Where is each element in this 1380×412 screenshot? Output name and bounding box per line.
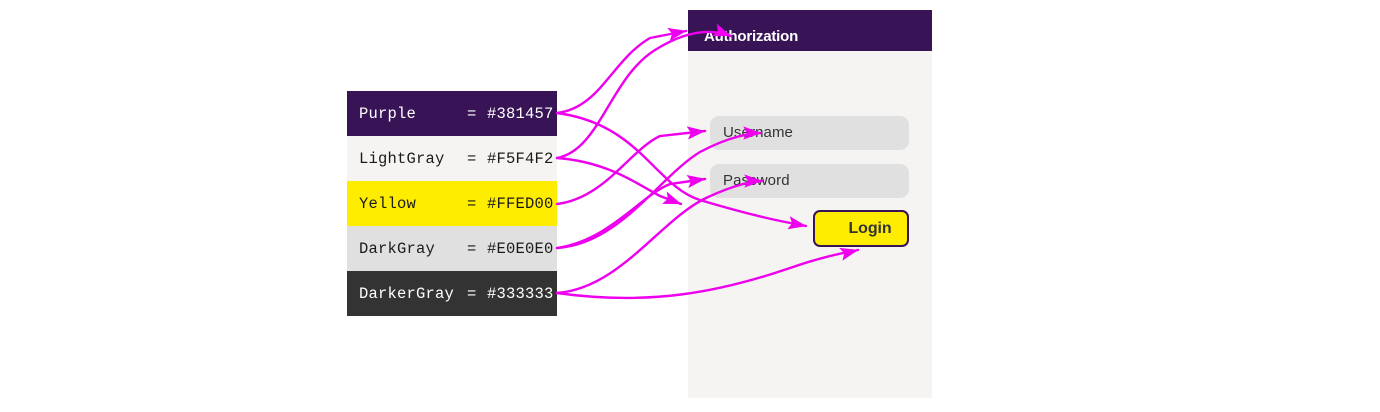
arrow-purple-to-header xyxy=(555,27,688,115)
palette-row-lightgray: LightGray = #F5F4F2 xyxy=(347,136,557,181)
password-field[interactable]: Password xyxy=(710,164,909,198)
color-palette-legend: Purple = #381457 LightGray = #F5F4F2 Yel… xyxy=(347,91,557,316)
palette-hex: #F5F4F2 xyxy=(487,149,554,168)
panel-body-background xyxy=(688,10,932,398)
arrow-lightgray-to-panel-body xyxy=(555,156,683,206)
palette-name: LightGray xyxy=(359,149,445,168)
palette-name: Yellow xyxy=(359,194,417,213)
palette-row-darkgray: DarkGray = #E0E0E0 xyxy=(347,226,557,271)
password-field-label: Password xyxy=(723,172,790,189)
palette-hex: #381457 xyxy=(487,104,554,123)
palette-equals: = xyxy=(467,149,477,168)
arrow-yellow-to-username-field xyxy=(555,126,707,206)
login-button-label: Login xyxy=(848,219,892,237)
palette-hex: #E0E0E0 xyxy=(487,239,554,258)
palette-equals: = xyxy=(467,104,477,123)
arrow-darkgray-to-password-field xyxy=(555,174,707,250)
palette-row-darkergray: DarkerGray = #333333 xyxy=(347,271,557,316)
palette-name: DarkerGray xyxy=(359,284,455,303)
palette-name: DarkGray xyxy=(359,239,436,258)
palette-equals: = xyxy=(467,194,477,213)
username-field-label: Username xyxy=(723,124,793,141)
palette-hex: #333333 xyxy=(487,284,554,303)
page-title: Authorization xyxy=(704,28,799,45)
palette-row-purple: Purple = #381457 xyxy=(347,91,557,136)
palette-equals: = xyxy=(467,284,477,303)
palette-hex: #FFED00 xyxy=(487,194,554,213)
authorization-panel: Authorization Username Password Login xyxy=(688,10,932,398)
username-field[interactable]: Username xyxy=(710,116,909,150)
palette-row-yellow: Yellow = #FFED00 xyxy=(347,181,557,226)
palette-name: Purple xyxy=(359,104,417,123)
palette-equals: = xyxy=(467,239,477,258)
login-button[interactable]: Login xyxy=(813,210,909,247)
